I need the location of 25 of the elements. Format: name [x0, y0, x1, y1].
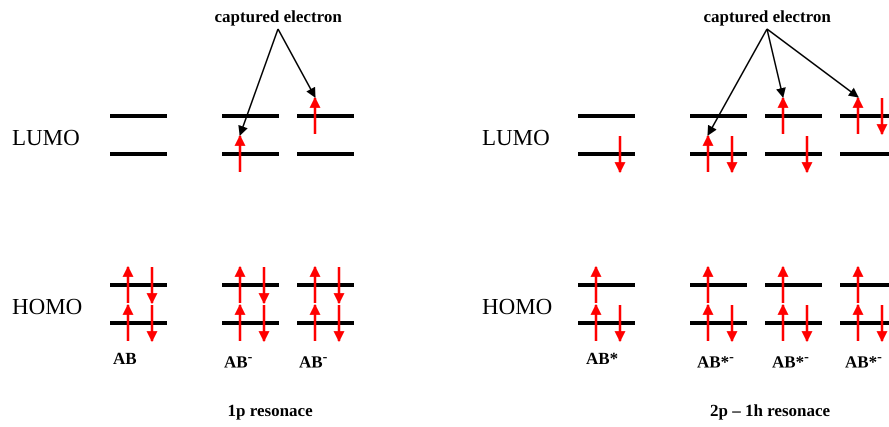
state-label: AB*$^{-}$: [772, 350, 809, 372]
spin-direction-arrow: [852, 96, 864, 134]
leader-arrow: [277, 28, 316, 98]
state-label: AB*$^{-}$: [697, 350, 734, 372]
leader-arrow: [707, 28, 768, 136]
annotation-text: captured electron: [214, 8, 342, 27]
annotation-text: captured electron: [704, 8, 831, 27]
leader-arrow: [766, 28, 859, 98]
level-label: HOMO: [12, 294, 82, 320]
spin-direction-arrow: [234, 134, 246, 172]
level-label: HOMO: [482, 294, 552, 320]
level-label: LUMO: [12, 125, 80, 150]
state-label: AB: [113, 350, 137, 369]
state-label: AB*: [586, 350, 618, 369]
leader-arrow: [238, 28, 279, 136]
state-label: AB*$^{-}$: [845, 350, 882, 372]
state-label: AB$^{-}$: [299, 350, 328, 372]
caption-text: 1p resonace: [228, 402, 313, 421]
spin-direction-arrow: [310, 96, 320, 134]
spin-direction-arrow: [702, 134, 714, 172]
caption-text: 2p – 1h resonace: [710, 402, 830, 421]
level-label: LUMO: [482, 125, 550, 150]
state-label: AB$^{-}$: [224, 350, 252, 372]
spin-direction-arrow: [778, 96, 788, 134]
leader-arrow: [766, 28, 786, 98]
